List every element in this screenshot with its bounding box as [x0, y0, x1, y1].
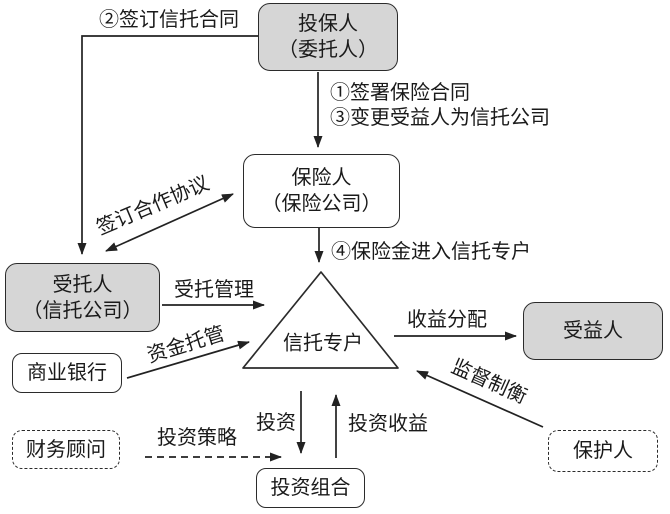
node-protector: 保护人: [548, 430, 658, 472]
label-entrusted-management: 受托管理: [174, 279, 254, 301]
node-insurer-line2: （保险公司）: [261, 193, 382, 215]
edge-supervision-balance: [416, 370, 544, 428]
node-beneficiary-label: 受益人: [563, 320, 623, 342]
node-commercial-bank-label: 商业银行: [27, 362, 107, 384]
trust-account-label: 信托专户: [283, 332, 363, 355]
node-financial-advisor: 财务顾问: [12, 430, 120, 469]
node-financial-advisor-label: 财务顾问: [26, 438, 106, 461]
node-insurer-line1: 保险人: [291, 167, 352, 189]
node-trustee-line2: （信托公司）: [22, 299, 143, 322]
node-policyholder: 投保人 （委托人）: [258, 3, 398, 71]
node-policyholder-line2: （委托人）: [278, 39, 378, 61]
trust-account-triangle: [242, 271, 399, 369]
label-income-distribution: 收益分配: [407, 309, 487, 331]
node-commercial-bank: 商业银行: [12, 353, 122, 393]
node-beneficiary: 受益人: [523, 302, 663, 360]
node-insurer: 保险人 （保险公司）: [243, 154, 400, 228]
label-change-beneficiary: ③变更受益人为信托公司: [330, 107, 550, 129]
node-trustee-line1: 受托人: [52, 273, 113, 296]
label-sign-insurance-contract: ①签署保险合同: [330, 82, 470, 104]
edge-cooperation-agreement: [105, 193, 234, 252]
label-insurance-money: ④保险金进入信托专户: [331, 241, 531, 263]
node-trustee: 受托人 （信托公司）: [5, 263, 160, 332]
label-investment-income: 投资收益: [348, 413, 428, 435]
node-protector-label: 保护人: [573, 440, 633, 462]
edge-fund-custody: [126, 340, 250, 379]
edge-sign-trust-contract: [77, 35, 258, 255]
label-investment-strategy: 投资策略: [157, 427, 237, 449]
node-portfolio: 投资组合: [256, 468, 365, 508]
node-portfolio-label: 投资组合: [270, 477, 351, 499]
label-investment: 投资: [256, 412, 296, 434]
label-sign-trust-contract: ②签订信托合同: [99, 9, 239, 31]
node-policyholder-line1: 投保人: [298, 13, 358, 35]
